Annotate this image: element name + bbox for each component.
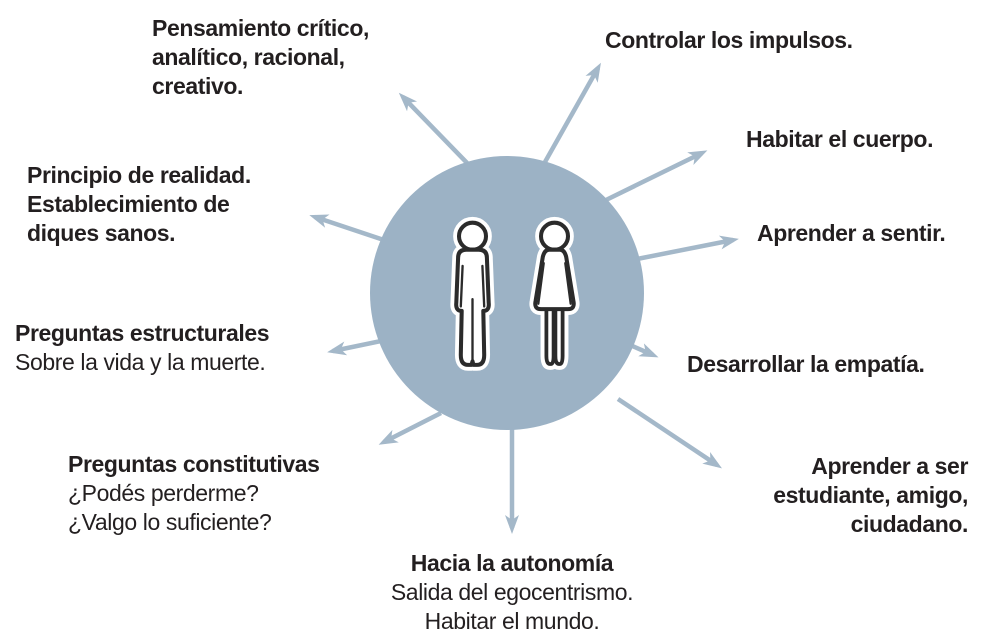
label-desarrollar-empatia: Desarrollar la empatía.: [687, 350, 925, 379]
man-silhouette-icon: [450, 216, 495, 371]
arrow-preguntas-estructurales: [327, 337, 387, 356]
label-line: estudiante, amigo,: [773, 482, 968, 508]
arrow-controlar-impulsos: [543, 62, 601, 164]
label-line: analítico, racional,: [152, 44, 345, 70]
label-line: Hacia la autonomía: [410, 550, 614, 576]
radial-arrows: [309, 62, 739, 534]
label-line: creativo.: [152, 73, 244, 99]
label-line: Principio de realidad.: [27, 162, 251, 188]
label-line: Habitar el cuerpo.: [746, 126, 934, 152]
label-controlar-impulsos: Controlar los impulsos.: [605, 26, 853, 55]
arrow-principio-realidad: [309, 214, 391, 245]
arrow-aprender-ser: [616, 397, 722, 469]
center-circle: [370, 156, 644, 430]
arrow-preguntas-constitutivas: [378, 410, 443, 445]
label-line: Aprender a ser: [811, 453, 968, 479]
label-line: ¿Valgo lo suficiente?: [68, 509, 272, 535]
woman-silhouette-icon: [529, 216, 580, 370]
label-line: Aprender a sentir.: [757, 220, 946, 246]
arrow-aprender-sentir: [636, 235, 739, 262]
label-hacia-autonomia: Hacia la autonomía Salida del egocentris…: [262, 549, 762, 636]
label-line: Salida del egocentrismo.: [390, 579, 634, 605]
arrow-desarrollar-empatia: [629, 342, 659, 358]
label-preguntas-estructurales: Preguntas estructurales Sobre la vida y …: [15, 319, 270, 377]
label-principio-realidad: Principio de realidad. Establecimiento d…: [27, 161, 251, 248]
label-line: diques sanos.: [27, 220, 176, 246]
arrow-pensamiento-critico: [398, 92, 472, 168]
label-preguntas-constitutivas: Preguntas constitutivas ¿Podés perderme?…: [68, 450, 320, 537]
label-aprender-ser: Aprender a ser estudiante, amigo, ciudad…: [773, 452, 968, 539]
arrow-habitar-cuerpo: [605, 150, 708, 203]
label-habitar-cuerpo: Habitar el cuerpo.: [746, 125, 933, 154]
label-line: Habitar el mundo.: [424, 608, 600, 634]
label-line: ciudadano.: [850, 511, 969, 537]
label-line: Preguntas estructurales: [15, 320, 270, 346]
label-line: Pensamiento crítico,: [152, 15, 369, 41]
label-line: Preguntas constitutivas: [68, 451, 320, 477]
label-pensamiento-critico: Pensamiento crítico, analítico, racional…: [152, 14, 369, 101]
label-aprender-sentir: Aprender a sentir.: [757, 219, 946, 248]
label-line: Establecimiento de: [27, 191, 230, 217]
label-line: Controlar los impulsos.: [605, 27, 853, 53]
label-line: ¿Podés perderme?: [68, 480, 259, 506]
label-line: Sobre la vida y la muerte.: [15, 349, 266, 375]
label-line: Desarrollar la empatía.: [687, 351, 925, 377]
